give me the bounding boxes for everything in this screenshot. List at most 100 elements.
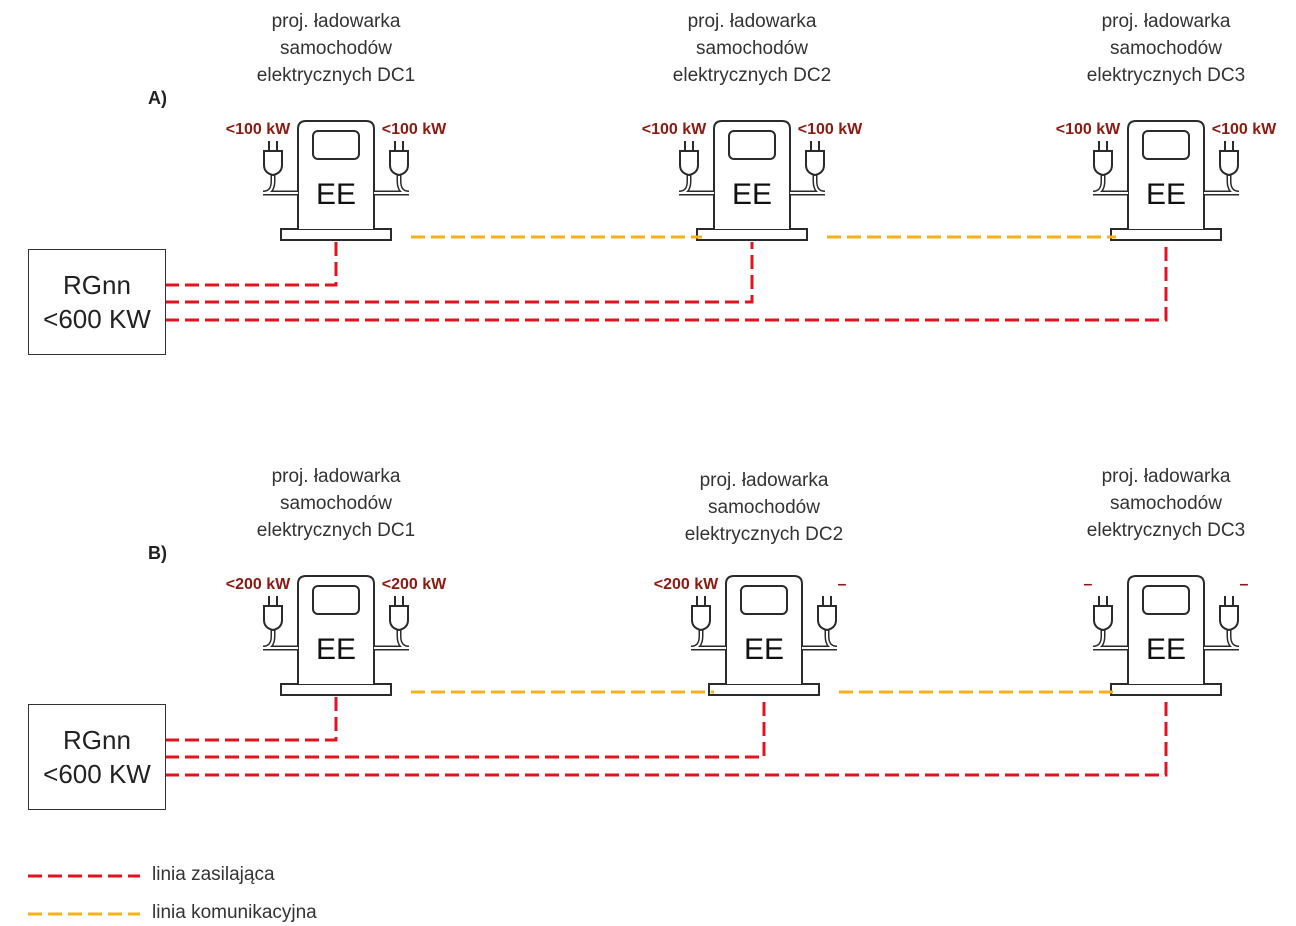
charger-title-line: elektrycznych DC2	[684, 524, 844, 545]
charger-cable-inner	[790, 173, 826, 194]
charger-title-line: samochodów	[696, 38, 808, 59]
charger-title-line: elektrycznych DC3	[1086, 520, 1246, 541]
plug-head	[817, 605, 837, 632]
charger-cable-inner	[262, 173, 298, 194]
power-line	[165, 697, 338, 742]
charger-left-power: <200 kW	[653, 576, 719, 593]
charger-right-power: <200 kW	[381, 576, 447, 593]
charger-body-label: EE	[1146, 633, 1186, 666]
plug-head	[1093, 150, 1113, 177]
charger-icon: EE	[262, 575, 410, 696]
charger-body-label: EE	[732, 178, 772, 211]
charger-right-power: <100 kW	[797, 121, 863, 138]
board-name: RGnn	[63, 725, 131, 755]
charger-title-line: proj. ładowarka	[687, 11, 817, 32]
plug-head	[263, 150, 283, 177]
charger-cable-inner	[262, 628, 298, 649]
charger-title-line: proj. ładowarka	[271, 11, 401, 32]
power-line	[165, 242, 338, 287]
charger-screen	[1142, 585, 1190, 615]
charger-title-line: proj. ładowarka	[699, 470, 829, 491]
plug-head	[805, 150, 825, 177]
charger-left-power: <200 kW	[225, 576, 291, 593]
charger-title-line: elektrycznych DC3	[1086, 65, 1246, 86]
charger-base	[280, 228, 392, 241]
charger-cable	[802, 628, 838, 651]
plug-head	[1093, 605, 1113, 632]
charger-base	[1110, 228, 1222, 241]
legend-label: linia komunikacyjna	[152, 902, 317, 923]
charger-screen	[1142, 130, 1190, 160]
charger-cable	[690, 628, 726, 651]
charger-cable	[678, 173, 714, 196]
charger-body-label: EE	[316, 178, 356, 211]
charger-cable-inner	[1092, 628, 1128, 649]
charger-title-line: samochodów	[280, 493, 392, 514]
charger-screen	[312, 585, 360, 615]
board-capacity: <600 KW	[43, 304, 151, 334]
board-name: RGnn	[63, 270, 131, 300]
charger-icon: EE	[262, 120, 410, 241]
charger-title-line: proj. ładowarka	[1101, 466, 1231, 487]
charger-cable	[1092, 628, 1128, 651]
charger-cable-inner	[1204, 173, 1240, 194]
charger-icon: EE	[1092, 120, 1240, 241]
charger-cable	[1204, 173, 1240, 196]
charger-cable-inner	[678, 173, 714, 194]
plug-head	[1219, 150, 1239, 177]
charger-base	[280, 683, 392, 696]
section-label: B)	[148, 543, 167, 563]
charger-cable-inner	[1204, 628, 1240, 649]
charger-icon: EE	[1092, 575, 1240, 696]
charger-title-line: samochodów	[1110, 38, 1222, 59]
charger-cable	[374, 628, 410, 651]
plug-head	[389, 605, 409, 632]
charger-right-power: <100 kW	[381, 121, 447, 138]
charger-right-power: –	[837, 576, 847, 593]
charger-title-line: samochodów	[280, 38, 392, 59]
charger-screen	[728, 130, 776, 160]
charger-screen	[312, 130, 360, 160]
charger-icon: EE	[678, 120, 826, 241]
charger-title-line: elektrycznych DC1	[256, 520, 416, 541]
charger-cable	[1092, 173, 1128, 196]
power-line	[165, 697, 1168, 777]
charger-right-power: <100 kW	[1211, 121, 1277, 138]
charger-cable-inner	[690, 628, 726, 649]
power-line	[165, 242, 1168, 322]
charger-base	[1110, 683, 1222, 696]
charger-cable	[262, 628, 298, 651]
distribution-board: RGnn <600 KW	[28, 249, 166, 355]
charger-left-power: <100 kW	[1055, 121, 1121, 138]
charger-icon: EE	[690, 575, 838, 696]
charger-cable-inner	[374, 628, 410, 649]
charger-right-power: –	[1239, 576, 1249, 593]
charger-screen	[740, 585, 788, 615]
charger-left-power: <100 kW	[641, 121, 707, 138]
charger-cable-inner	[1092, 173, 1128, 194]
charger-title-line: elektrycznych DC1	[256, 65, 416, 86]
charger-base	[708, 683, 820, 696]
legend-label: linia zasilająca	[152, 864, 275, 885]
charger-body-label: EE	[744, 633, 784, 666]
charger-cable-inner	[802, 628, 838, 649]
charger-title-line: proj. ładowarka	[271, 466, 401, 487]
charger-cable	[790, 173, 826, 196]
charger-cable	[374, 173, 410, 196]
plug-head	[691, 605, 711, 632]
charger-left-power: –	[1083, 576, 1093, 593]
board-capacity: <600 KW	[43, 759, 151, 789]
distribution-board: RGnn <600 KW	[28, 704, 166, 810]
charger-body-label: EE	[1146, 178, 1186, 211]
plug-head	[1219, 605, 1239, 632]
power-line	[165, 697, 766, 759]
charger-cable	[262, 173, 298, 196]
plug-head	[389, 150, 409, 177]
charger-left-power: <100 kW	[225, 121, 291, 138]
charger-title-line: samochodów	[708, 497, 820, 518]
charger-cable-inner	[374, 173, 410, 194]
charger-body-label: EE	[316, 633, 356, 666]
plug-head	[679, 150, 699, 177]
